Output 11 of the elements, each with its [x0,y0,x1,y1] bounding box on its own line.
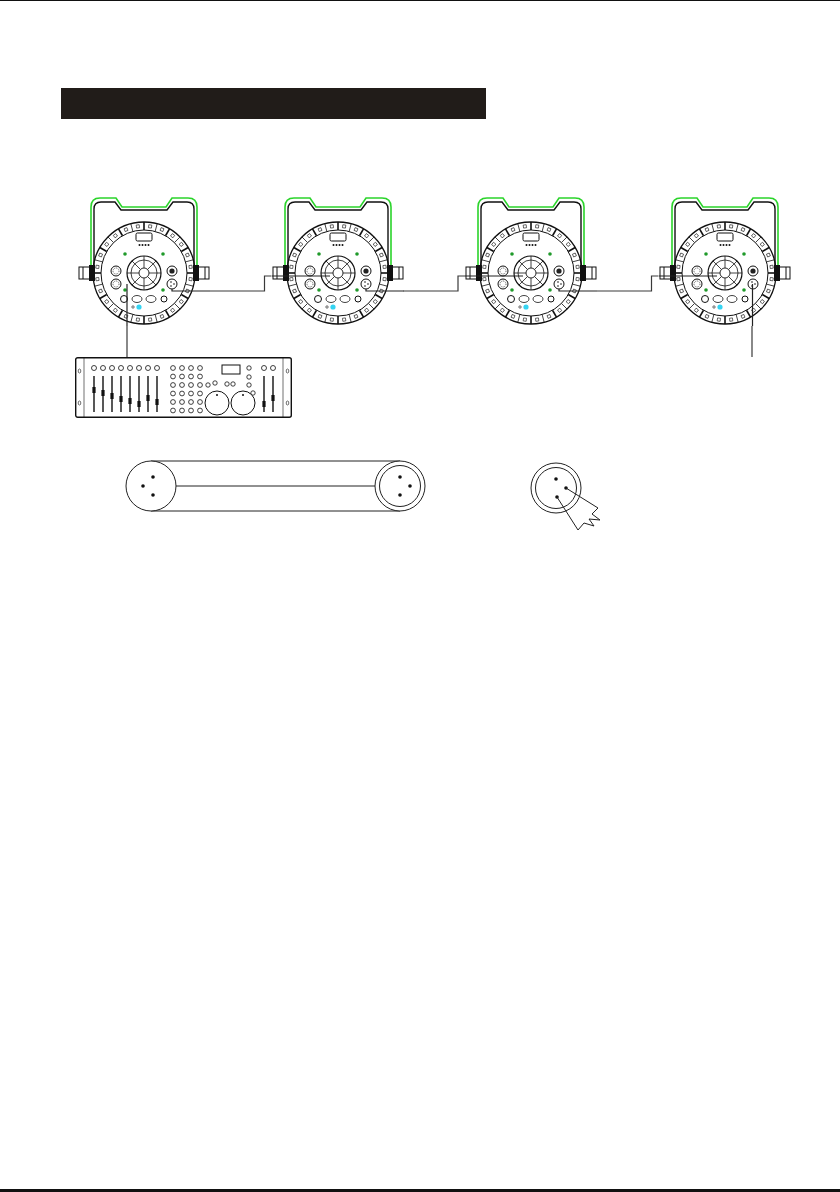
heading-bar [61,88,486,119]
cable-line [402,275,466,292]
stage-light-drawing [271,196,404,326]
cable-line [751,325,753,358]
cable-line [209,275,273,292]
stage-light-drawing [658,196,791,326]
cable-line [596,275,660,292]
cable-line [126,325,128,358]
stage-light-drawing [465,196,597,326]
lighting-console-drawing [75,357,292,418]
stage-light-drawing [78,196,210,326]
